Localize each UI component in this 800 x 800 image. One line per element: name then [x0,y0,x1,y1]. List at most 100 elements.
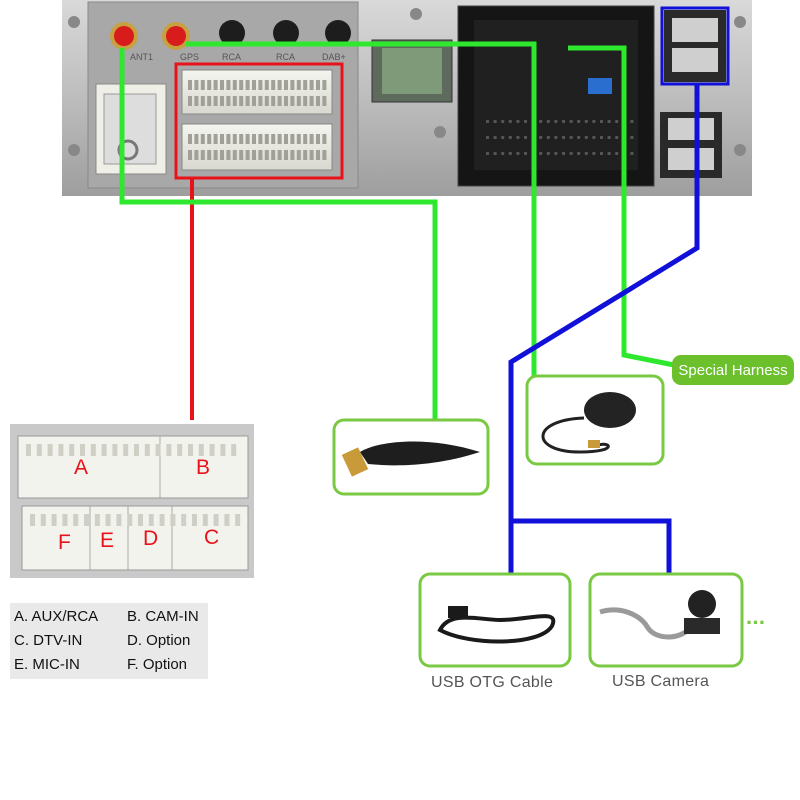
pin [277,80,282,90]
pin [258,80,263,90]
pin [554,152,558,155]
pin [322,134,327,144]
pin [539,136,543,139]
antenna-product-box [332,418,490,496]
pin [508,152,512,155]
power-plug-socket [95,83,167,175]
multi-pin-connector-block [181,69,333,171]
connector-letter-d: D [143,527,159,550]
pin [284,150,288,160]
legend-item-a: A. AUX/RCA [14,608,99,625]
pin [220,444,226,456]
rca-socket [273,20,299,46]
pin [207,96,212,106]
pin [546,136,550,139]
head-unit-rear-panel: ANT1 GPS RCA RCA DAB+ [62,0,752,196]
pin [202,514,208,526]
pin [322,150,327,160]
pin [207,134,212,144]
pin [539,152,543,155]
special-harness-label: Special Harness [672,355,794,385]
pin [271,150,276,160]
pin [207,150,212,160]
pin [577,136,581,139]
pin [231,444,237,456]
pin [177,444,183,456]
pin [277,150,282,160]
pin [584,136,588,139]
pin [213,514,219,526]
pin [166,444,172,456]
pin [600,136,603,139]
pin [226,150,231,160]
pin [592,120,596,123]
pin [554,136,558,139]
pin [138,514,143,526]
connector-closeup-photo [10,424,254,578]
pin [245,134,250,144]
pin [224,514,230,526]
antenna-socket-ant1 [110,22,138,50]
pin [592,152,596,155]
pin [309,150,314,160]
connector-letter-b: B [196,456,211,479]
blue-wire-camera [511,518,672,574]
pin [296,96,301,106]
dab-socket [325,20,351,46]
connector-pins [188,80,327,160]
pin [252,80,256,90]
antenna-socket-gps [162,22,190,50]
pin [200,96,205,106]
pin [296,150,301,160]
pin [607,136,611,139]
pin [226,134,231,144]
pin [148,514,154,526]
pin [213,150,218,160]
pin [303,96,308,106]
connector-letter-e: E [100,529,115,552]
pin [245,80,250,90]
pin [508,120,512,123]
pin [232,96,237,106]
pin [486,120,489,123]
pin [303,80,308,90]
usb-port-top [664,10,726,82]
pin [309,134,314,144]
pin [290,80,295,90]
pin [554,120,558,123]
pin [284,80,288,90]
pin [47,444,53,456]
pin [194,80,199,90]
usb-otg-caption: USB OTG Cable [431,674,554,691]
closeup-pins [26,444,241,526]
pin [284,96,288,106]
pin [51,514,57,526]
usb-camera-caption: USB Camera [612,673,710,690]
pin [493,120,497,123]
pin [508,136,512,139]
green-wire-harness [568,45,675,368]
pin [84,514,89,526]
pin [516,120,520,123]
green-wire-antenna [119,48,438,420]
connector-legend: A. AUX/RCA B. CAM-IN C. DTV-IN D. Option… [10,603,208,679]
port-label-ant1: ANT1 [130,52,153,62]
pin [271,80,276,90]
pin [303,150,308,160]
pin [252,150,256,160]
pin [235,514,241,526]
pin [58,444,64,456]
connector-letter-f: F [58,531,71,554]
pin [127,514,133,526]
screw [410,8,422,20]
pin [105,514,111,526]
pin [615,120,619,123]
pin [309,80,314,90]
gps-antenna-product-box [525,374,665,466]
pin [123,444,129,456]
pin [73,514,79,526]
legend-item-d: D. Option [127,632,191,649]
pin [316,150,320,160]
more-items-ellipsis: ... [746,604,766,629]
pin [239,80,244,90]
